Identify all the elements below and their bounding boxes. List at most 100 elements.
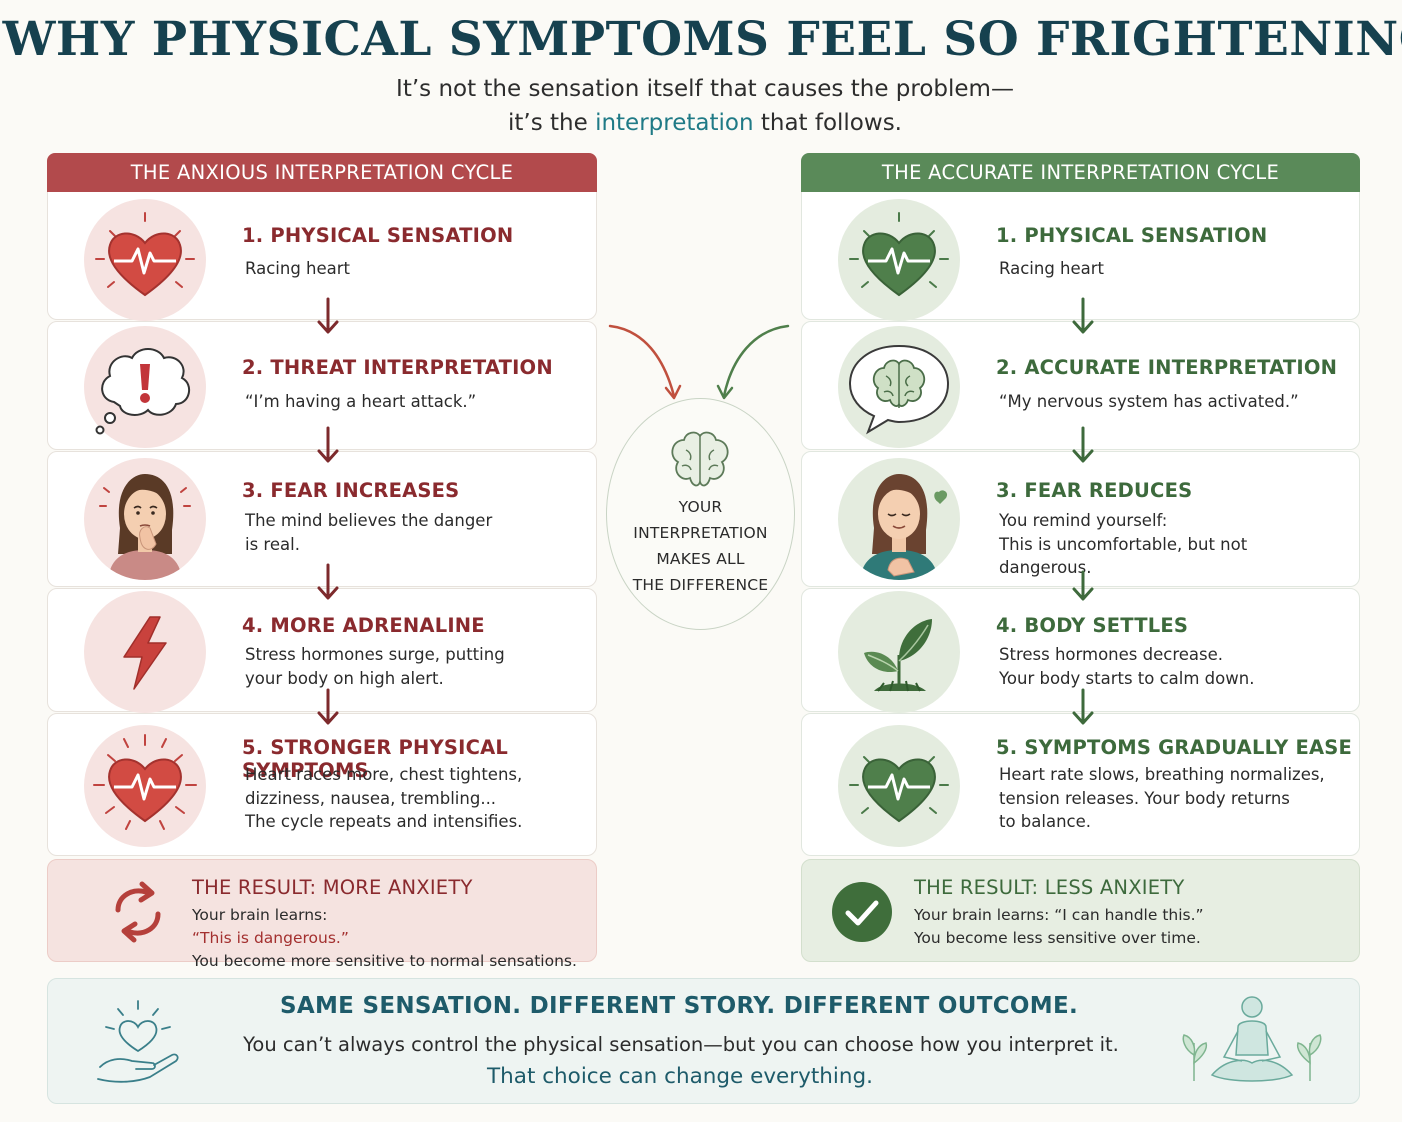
- bottom-line-1: You can’t always control the physical se…: [243, 1033, 1119, 1056]
- heart-pulse-icon: [84, 725, 206, 847]
- step-line: This is uncomfortable, but not: [999, 534, 1248, 554]
- center-line: YOUR: [678, 498, 723, 516]
- accurate-cycle-header: THE ACCURATE INTERPRETATION CYCLE: [801, 153, 1360, 192]
- accurate-step-2: 2. ACCURATE INTERPRETATION “My nervous s…: [801, 321, 1360, 450]
- meditation-icon: [1182, 996, 1322, 1082]
- arrow-down-icon: [1072, 297, 1094, 334]
- step-description: The mind believes the danger is real.: [245, 509, 585, 556]
- step-line: Stress hormones decrease.: [999, 645, 1223, 664]
- subtitle-line-2-end: that follows.: [753, 110, 902, 136]
- accurate-step-3: 3. FEAR REDUCES You remind yourself: Thi…: [801, 451, 1360, 587]
- step-description: Stress hormones surge, putting your body…: [245, 643, 585, 690]
- arrow-down-icon: [1072, 688, 1094, 725]
- subtitle-highlight: interpretation: [595, 110, 754, 136]
- step-line: Racing heart: [245, 259, 351, 278]
- step-description: “My nervous system has activated.”: [999, 390, 1349, 414]
- bottom-line-2: That choice can change everything.: [487, 1064, 873, 1089]
- step-description: “I’m having a heart attack.”: [245, 390, 585, 414]
- calm-woman-icon: [838, 458, 960, 580]
- heart-in-hand-icon: [97, 1000, 179, 1083]
- cycle-arrows-icon: [115, 881, 161, 943]
- step-line: Racing heart: [999, 259, 1105, 278]
- step-line: Heart rate slows, breathing normalizes,: [999, 765, 1325, 784]
- accurate-result: THE RESULT: LESS ANXIETY Your brain lear…: [801, 859, 1360, 962]
- subtitle-line-2-start: it’s the: [507, 110, 596, 136]
- step-line: Your body starts to calm down.: [999, 668, 1255, 688]
- result-line-1-prefix: Your brain learns:: [192, 906, 328, 924]
- result-line-2: You become less sensitive over time.: [914, 929, 1201, 947]
- center-line: THE DIFFERENCE: [632, 576, 769, 594]
- arrow-down-icon: [317, 688, 339, 725]
- result-text: Your brain learns: “This is dangerous.” …: [192, 904, 577, 973]
- step-line: “My nervous system has activated.”: [999, 392, 1299, 411]
- anxious-step-5: 5. STRONGER PHYSICAL SYMPTOMS Heart race…: [47, 713, 597, 856]
- step-line: The mind believes the danger: [245, 511, 493, 530]
- step-line: dangerous.: [999, 558, 1092, 577]
- result-line-2: You become more sensitive to normal sens…: [192, 952, 577, 970]
- step-description: Racing heart: [245, 257, 585, 281]
- accurate-step-1: 1. PHYSICAL SENSATION Racing heart: [801, 192, 1360, 321]
- result-title: THE RESULT: LESS ANXIETY: [914, 876, 1185, 899]
- step-description: Stress hormones decrease. Your body star…: [999, 643, 1349, 690]
- brain-speech-bubble-icon: [838, 326, 960, 448]
- step-title: 3. FEAR INCREASES: [242, 479, 460, 502]
- step-description: Racing heart: [999, 257, 1349, 281]
- center-message: YOUR INTERPRETATION MAKES ALL THE DIFFER…: [606, 494, 795, 598]
- anxious-step-3: 3. FEAR INCREASES The mind believes the …: [47, 451, 597, 587]
- anxious-step-1: 1. PHYSICAL SENSATION Racing heart: [47, 192, 597, 321]
- arrow-down-icon: [1072, 570, 1094, 601]
- plant-icon: [838, 591, 960, 713]
- curved-arrows-icon: [608, 324, 790, 400]
- lightning-bolt-icon: [84, 591, 206, 713]
- anxious-step-2: 2. THREAT INTERPRETATION “I’m having a h…: [47, 321, 597, 450]
- subtitle-line-2: it’s the interpretation that follows.: [0, 110, 1402, 136]
- step-description: You remind yourself: This is uncomfortab…: [999, 509, 1349, 580]
- step-title: 2. ACCURATE INTERPRETATION: [996, 356, 1338, 379]
- check-circle-icon: [832, 882, 892, 942]
- result-line-1: Your brain learns: “This is dangerous.”: [192, 904, 577, 950]
- worried-woman-icon: [84, 458, 206, 580]
- step-description: Heart races more, chest tightens, dizzin…: [245, 763, 585, 834]
- step-line: dizziness, nausea, trembling...: [245, 788, 497, 808]
- step-description: Heart rate slows, breathing normalizes, …: [999, 763, 1349, 834]
- step-title: 4. MORE ADRENALINE: [242, 614, 485, 637]
- arrow-down-icon: [317, 563, 339, 600]
- step-line: Heart races more, chest tightens,: [245, 765, 523, 784]
- step-title: 1. PHYSICAL SENSATION: [996, 224, 1268, 247]
- result-title: THE RESULT: MORE ANXIETY: [192, 876, 473, 899]
- step-line: “I’m having a heart attack.”: [245, 392, 477, 411]
- anxious-cycle-header: THE ANXIOUS INTERPRETATION CYCLE: [47, 153, 597, 192]
- arrow-down-icon: [317, 426, 339, 463]
- heart-pulse-icon: [84, 199, 206, 321]
- center-line: MAKES ALL: [656, 550, 745, 568]
- anxious-step-4: 4. MORE ADRENALINE Stress hormones surge…: [47, 588, 597, 713]
- center-line: INTERPRETATION: [633, 524, 768, 542]
- step-line: The cycle repeats and intensifies.: [245, 812, 523, 831]
- accurate-step-4: 4. BODY SETTLES Stress hormones decrease…: [801, 588, 1360, 713]
- result-line-1: Your brain learns: “I can handle this.”: [914, 906, 1204, 924]
- step-line: your body on high alert.: [245, 668, 444, 688]
- bottom-banner: SAME SENSATION. DIFFERENT STORY. DIFFERE…: [47, 978, 1360, 1104]
- arrow-down-icon: [1072, 426, 1094, 463]
- page-title: WHY PHYSICAL SYMPTOMS FEEL SO FRIGHTENIN…: [2, 12, 1402, 67]
- result-text: Your brain learns: “I can handle this.” …: [914, 904, 1204, 950]
- step-title: 1. PHYSICAL SENSATION: [242, 224, 514, 247]
- step-title: 5. SYMPTOMS GRADUALLY EASE: [996, 736, 1353, 759]
- step-line: tension releases. Your body returns: [999, 788, 1290, 808]
- subtitle-line-1: It’s not the sensation itself that cause…: [396, 76, 1014, 102]
- brain-icon: [671, 431, 729, 487]
- bottom-title: SAME SENSATION. DIFFERENT STORY. DIFFERE…: [279, 993, 1078, 1019]
- thought-bubble-exclamation-icon: [84, 326, 206, 448]
- step-line: is real.: [245, 534, 300, 554]
- arrow-down-icon: [317, 297, 339, 334]
- step-line: Stress hormones surge, putting: [245, 645, 505, 664]
- step-line: to balance.: [999, 812, 1092, 831]
- heart-pulse-icon: [838, 199, 960, 321]
- anxious-result: THE RESULT: MORE ANXIETY Your brain lear…: [47, 859, 597, 970]
- step-title: 3. FEAR REDUCES: [996, 479, 1193, 502]
- accurate-step-5: 5. SYMPTOMS GRADUALLY EASE Heart rate sl…: [801, 713, 1360, 856]
- step-title: 2. THREAT INTERPRETATION: [242, 356, 553, 379]
- step-line: You remind yourself:: [999, 511, 1168, 530]
- step-title: 4. BODY SETTLES: [996, 614, 1189, 637]
- heart-pulse-icon: [838, 725, 960, 847]
